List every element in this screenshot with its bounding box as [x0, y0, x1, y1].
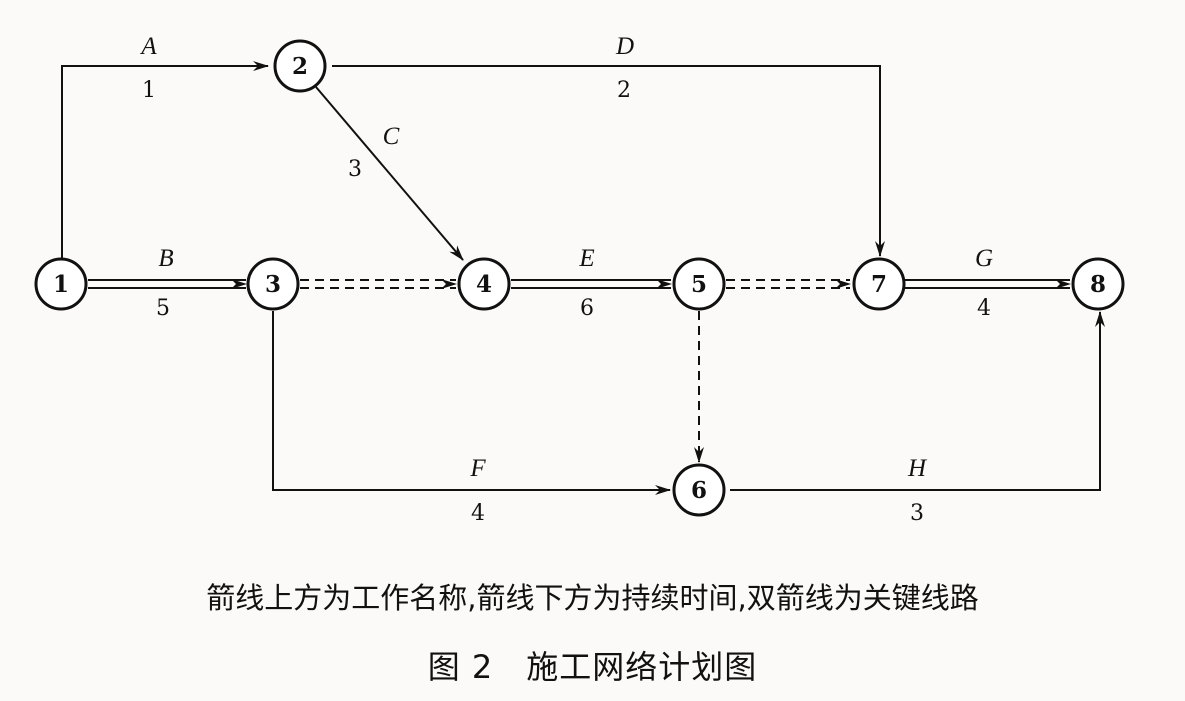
node-8: 8	[1071, 257, 1125, 311]
node-3-label: 3	[265, 271, 281, 298]
activity-d-name: D	[615, 33, 634, 60]
activity-e-name: E	[578, 245, 594, 272]
arrow-f	[272, 311, 671, 495]
arrow-h	[730, 311, 1105, 491]
arrow-b	[88, 279, 247, 289]
node-6-label: 6	[691, 477, 707, 504]
node-4: 4	[457, 257, 511, 311]
activity-d-duration: 2	[617, 78, 631, 103]
activity-b-name: B	[158, 245, 173, 272]
node-3: 3	[246, 257, 300, 311]
activity-a-duration: 1	[142, 78, 156, 103]
dummy-arrow-3-4	[300, 279, 457, 289]
activity-b-duration: 5	[156, 296, 170, 321]
node-1-label: 1	[53, 271, 69, 298]
figure-title: 图 2 施工网络计划图	[427, 648, 758, 686]
activity-f-name: F	[469, 455, 486, 482]
activity-h-duration: 3	[910, 501, 924, 526]
node-2-label: 2	[292, 53, 308, 80]
arrow-g	[904, 279, 1071, 289]
node-2: 2	[273, 39, 327, 93]
node-8-label: 8	[1090, 271, 1106, 298]
dummy-arrow-5-7	[726, 279, 851, 289]
node-7-label: 7	[871, 271, 887, 298]
activity-g-duration: 4	[977, 296, 991, 321]
arrow-e	[511, 279, 672, 289]
node-6: 6	[672, 463, 726, 517]
activity-c-name: C	[383, 123, 400, 150]
node-5: 5	[672, 257, 726, 311]
node-1: 1	[34, 257, 88, 311]
node-4-label: 4	[476, 271, 492, 298]
activity-h-name: H	[907, 455, 928, 482]
activity-g-name: G	[975, 245, 993, 272]
node-5-label: 5	[691, 271, 707, 298]
activity-f-duration: 4	[471, 501, 485, 526]
arrow-a	[61, 61, 269, 258]
activity-e-duration: 6	[580, 296, 594, 321]
node-7: 7	[852, 257, 906, 311]
arrow-d	[332, 65, 885, 257]
legend-note: 箭线上方为工作名称,箭线下方为持续时间,双箭线为关键线路	[206, 581, 979, 615]
activity-a-name: A	[139, 33, 157, 60]
arrow-c	[315, 86, 464, 261]
activity-c-duration: 3	[348, 157, 362, 182]
